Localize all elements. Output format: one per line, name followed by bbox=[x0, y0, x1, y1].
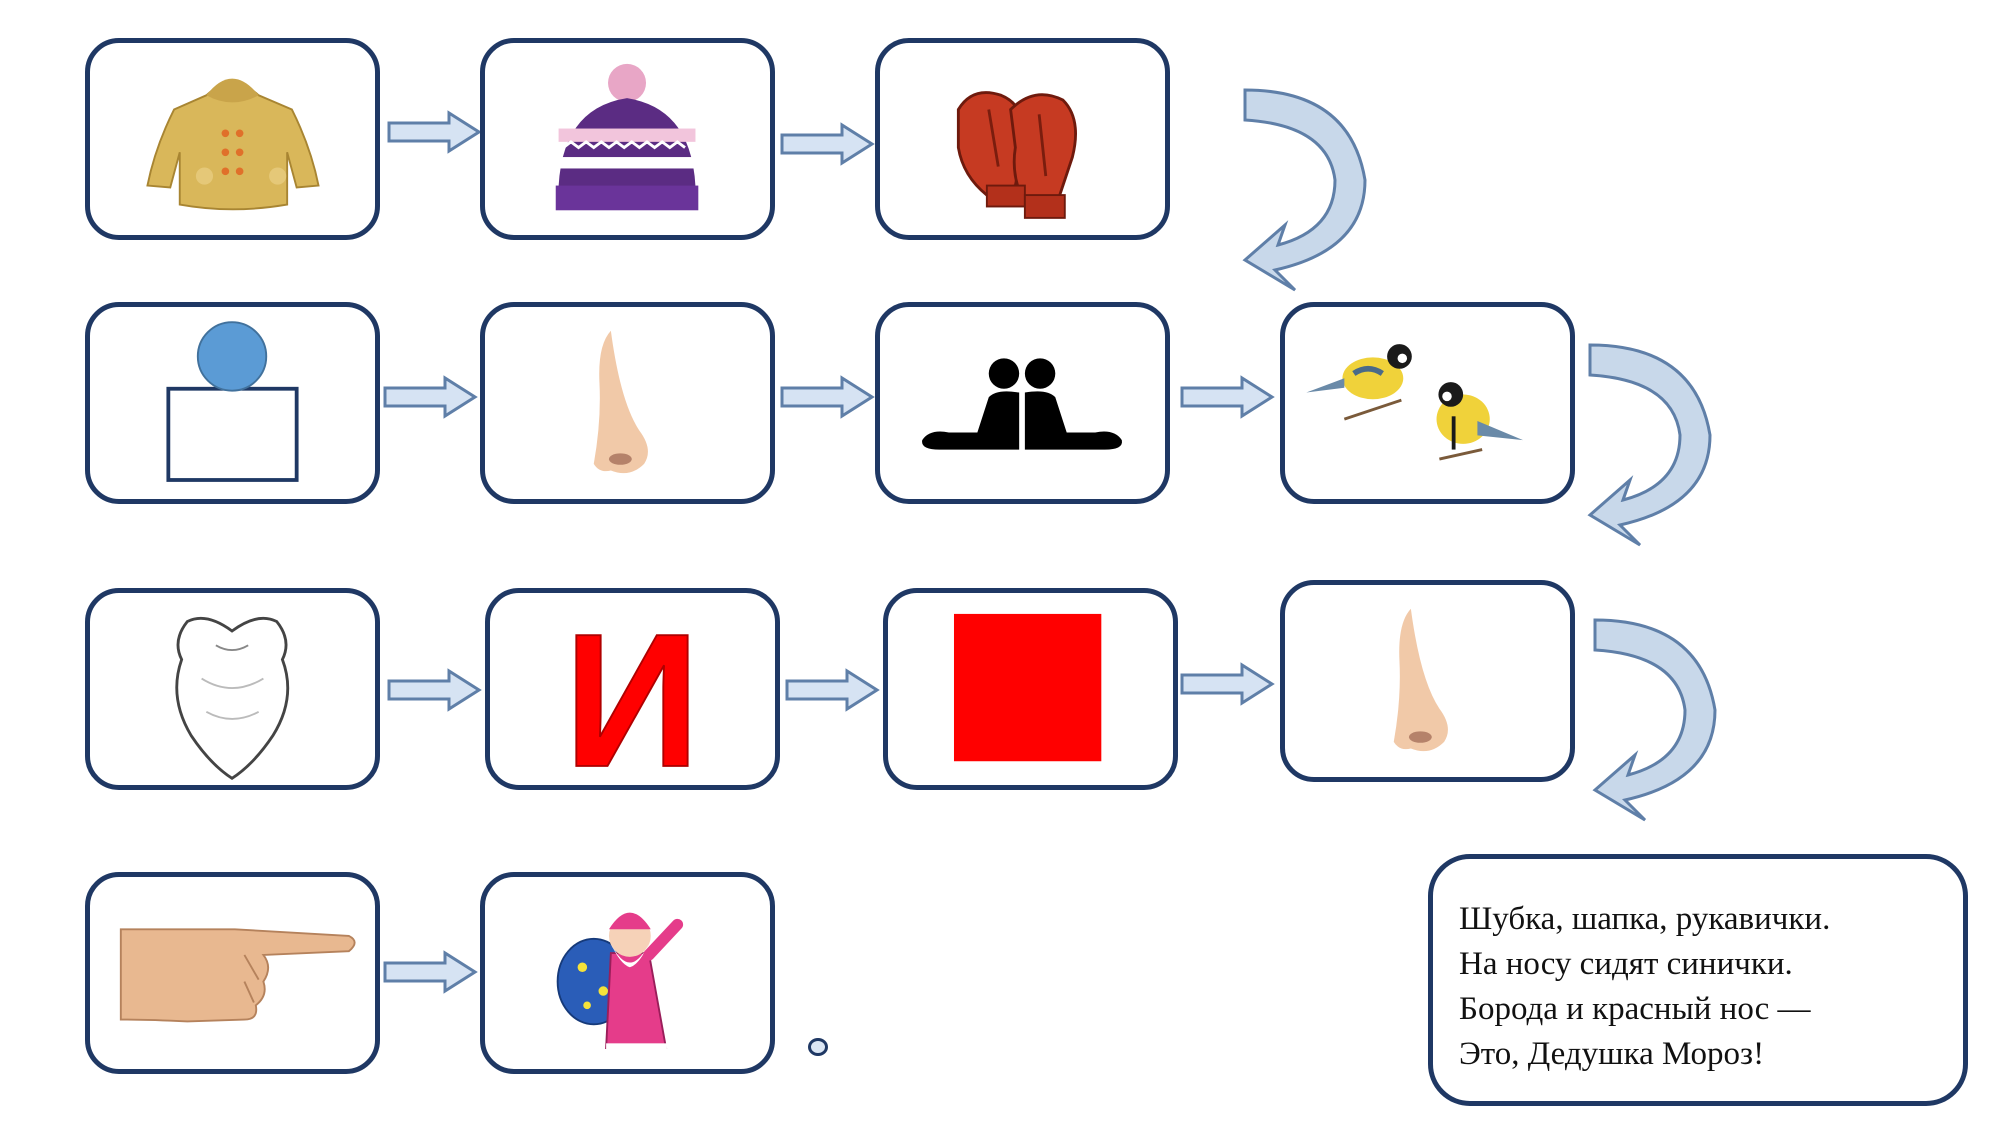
poem-line-2: На носу сидят синички. bbox=[1459, 946, 1793, 982]
arrow-right-icon bbox=[383, 375, 478, 419]
card-red-square bbox=[883, 588, 1178, 790]
pointing-hand-icon bbox=[119, 928, 356, 1023]
arrow-right-icon bbox=[780, 122, 875, 166]
card-titmice bbox=[1280, 302, 1575, 504]
beard-icon bbox=[175, 616, 290, 781]
people-back-to-back-icon bbox=[922, 358, 1122, 450]
arrow-right-icon bbox=[387, 110, 482, 154]
card-santa bbox=[480, 872, 775, 1074]
poem-line-4: Это, Дедушка Мороз! bbox=[1459, 1036, 1765, 1072]
circle-square-icon bbox=[166, 321, 299, 482]
mittens-icon bbox=[956, 91, 1077, 219]
card-knit-hat bbox=[480, 38, 775, 240]
curved-arrow-down-icon bbox=[1587, 343, 1712, 547]
card-nose-2 bbox=[1280, 580, 1575, 782]
titmouse-birds-icon bbox=[1306, 344, 1524, 461]
card-fur-coat bbox=[85, 38, 380, 240]
curved-arrow-down-icon bbox=[1592, 618, 1717, 822]
arrow-right-icon bbox=[785, 668, 880, 712]
knit-hat-icon bbox=[555, 63, 699, 211]
card-nose bbox=[480, 302, 775, 504]
card-circle-on-square bbox=[85, 302, 380, 504]
arrow-right-icon bbox=[1180, 375, 1275, 419]
arrow-right-icon bbox=[383, 950, 478, 994]
poem-box: Шубка, шапка, рукавички. На носу сидят с… bbox=[1428, 854, 1968, 1106]
arrow-right-icon bbox=[1180, 662, 1275, 706]
poem-line-1: Шубка, шапка, рукавички. bbox=[1459, 901, 1831, 937]
red-square-icon bbox=[953, 613, 1102, 762]
poem-line-3: Борода и красный нос — bbox=[1459, 991, 1811, 1027]
letter-i-graphic: И bbox=[563, 594, 702, 785]
santa-claus-icon bbox=[556, 912, 684, 1053]
letter-i-text: И bbox=[564, 595, 701, 785]
card-letter-i: И bbox=[485, 588, 780, 790]
curved-arrow-down-icon bbox=[1242, 88, 1367, 292]
small-circle-dot bbox=[808, 1038, 828, 1056]
nose-icon bbox=[593, 330, 648, 474]
card-beard bbox=[85, 588, 380, 790]
card-pointing-hand bbox=[85, 872, 380, 1074]
card-mittens bbox=[875, 38, 1170, 240]
card-sitting-silhouette bbox=[875, 302, 1170, 504]
arrow-right-icon bbox=[780, 375, 875, 419]
nose-icon bbox=[1393, 608, 1448, 752]
fur-coat-icon bbox=[146, 78, 320, 211]
arrow-right-icon bbox=[387, 668, 482, 712]
